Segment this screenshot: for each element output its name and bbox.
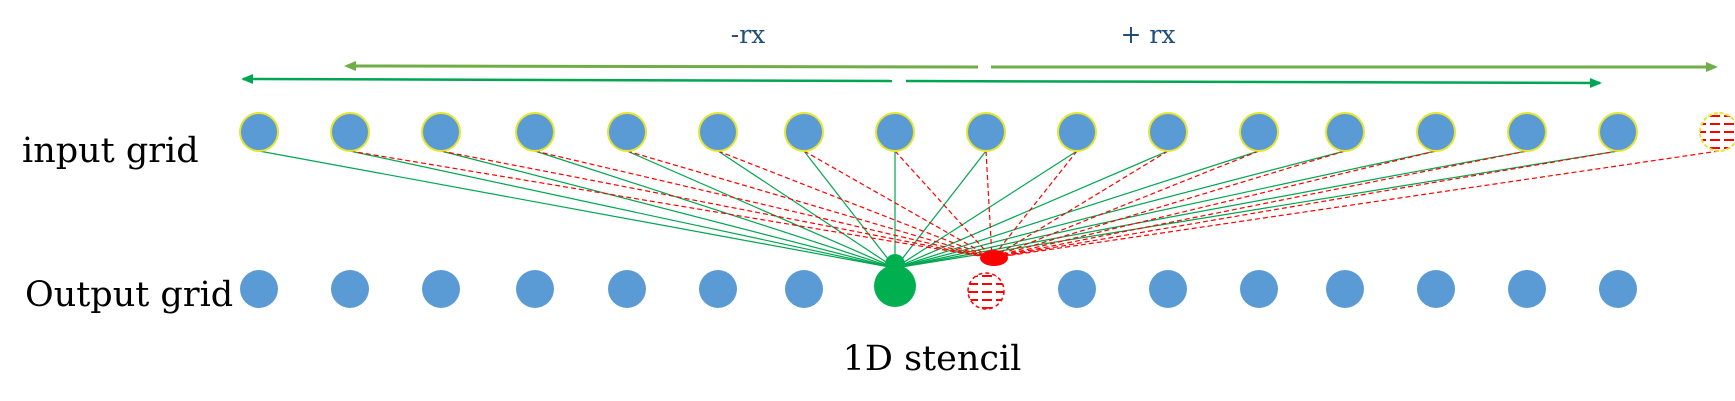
input-node-11 [1239, 112, 1279, 152]
active-link-0 [258, 150, 896, 269]
output-node-12 [1326, 270, 1364, 308]
active-link-8 [894, 150, 987, 269]
input-node-10 [1148, 112, 1188, 152]
output-node-13 [1417, 270, 1455, 308]
active-link-6 [803, 150, 896, 269]
plus-rx-label: + rx [1121, 20, 1176, 49]
output-node-3 [516, 270, 554, 308]
next-link-4 [717, 150, 993, 259]
input-node-6 [784, 112, 824, 152]
plus-rx-lower-arrow-line [905, 79, 1601, 85]
output-node-11 [1240, 270, 1278, 308]
next-link-3 [626, 150, 993, 259]
upper-left-arrow-line [346, 64, 979, 69]
stencil-caption: 1D stencil [843, 339, 1022, 379]
output-node-5 [699, 270, 737, 308]
input-node-4 [607, 112, 647, 152]
input-node-3 [515, 112, 555, 152]
plus-rx-lower-arrow-head [1590, 78, 1602, 88]
input-node-8 [966, 112, 1006, 152]
next-stencil-links [349, 150, 1720, 259]
input-node-15 [1598, 112, 1638, 152]
next-link-2 [534, 150, 993, 259]
radius-arrows [241, 61, 1718, 88]
output-node-1 [331, 270, 369, 308]
output-node-14 [1508, 270, 1546, 308]
output-active-node-tip [885, 254, 905, 274]
input-grid-label: input grid [22, 131, 199, 171]
next-link-13 [991, 150, 1528, 259]
active-link-4 [626, 150, 896, 269]
input-node-9 [1057, 112, 1097, 152]
input-node-2 [421, 112, 461, 152]
minus-rx-label: -rx [731, 20, 766, 49]
next-link-6 [894, 150, 993, 259]
output-grid-nodes [240, 250, 1637, 310]
input-node-1 [330, 112, 370, 152]
output-node-2 [422, 270, 460, 308]
upper-left-arrow-head [344, 61, 356, 71]
next-link-10 [991, 150, 1260, 259]
input-node-0 [239, 112, 279, 152]
active-stencil-links [258, 150, 1619, 269]
next-link-11 [991, 150, 1346, 259]
input-grid-nodes [239, 112, 1735, 152]
output-grid-label: Output grid [25, 275, 233, 315]
next-link-1 [440, 150, 993, 259]
output-node-15 [1599, 270, 1637, 308]
next-link-9 [991, 150, 1169, 259]
active-link-13 [894, 150, 1437, 269]
next-link-5 [803, 150, 993, 259]
next-link-12 [991, 150, 1437, 259]
output-active-node [874, 265, 916, 307]
upper-right-arrow-head [1706, 62, 1718, 72]
next-link-8 [991, 150, 1078, 259]
input-node-13 [1416, 112, 1456, 152]
active-link-15 [894, 150, 1619, 269]
active-link-3 [534, 150, 896, 269]
output-next-node [967, 272, 1005, 310]
input-ghost-node [1699, 112, 1735, 152]
next-link-14 [991, 150, 1619, 259]
output-node-4 [608, 270, 646, 308]
minus-rx-arrow-line [242, 77, 893, 83]
active-link-5 [717, 150, 896, 269]
minus-rx-arrow-head [241, 74, 253, 84]
input-node-7 [875, 112, 915, 152]
input-node-5 [698, 112, 738, 152]
active-link-14 [894, 150, 1528, 269]
next-link-7 [985, 150, 993, 259]
active-link-12 [894, 150, 1346, 269]
output-node-9 [1058, 270, 1096, 308]
output-node-10 [1149, 270, 1187, 308]
output-node-0 [240, 270, 278, 308]
active-link-9 [894, 150, 1078, 269]
next-link-15 [991, 150, 1720, 259]
output-next-node-tip [980, 250, 1008, 266]
output-node-6 [785, 270, 823, 308]
input-node-14 [1507, 112, 1547, 152]
active-link-1 [349, 150, 896, 269]
active-link-11 [894, 150, 1260, 269]
next-link-0 [349, 150, 993, 259]
input-node-12 [1325, 112, 1365, 152]
active-link-2 [440, 150, 896, 269]
